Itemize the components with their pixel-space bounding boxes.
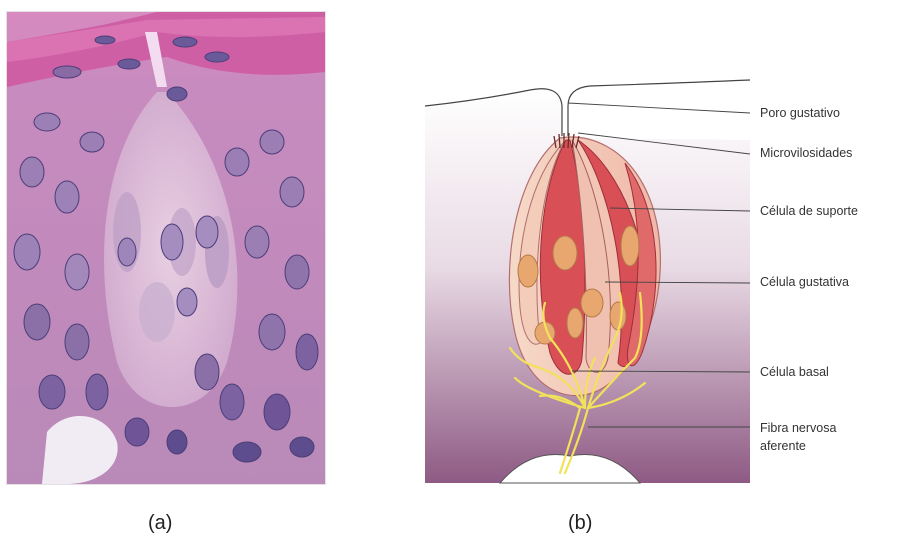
label-celula-gustativa: Célula gustativa <box>760 275 849 289</box>
caption-b: (b) <box>568 512 592 535</box>
label-fibra-nervosa: Fibra nervosa <box>760 421 836 435</box>
taste-bud-diagram: Poro gustativo Microvilosidades Célula d… <box>420 78 895 498</box>
label-celula-de-suporte: Célula de suporte <box>760 204 858 218</box>
label-celula-basal: Célula basal <box>760 365 829 379</box>
caption-a: (a) <box>148 512 172 535</box>
label-aferente: aferente <box>760 439 806 453</box>
label-poro-gustativo: Poro gustativo <box>760 106 840 120</box>
taste-bud-micrograph <box>7 12 325 484</box>
diagram-svg: Poro gustativo Microvilosidades Célula d… <box>420 78 895 498</box>
micrograph-panel <box>6 11 326 485</box>
label-microvilosidades: Microvilosidades <box>760 146 852 160</box>
